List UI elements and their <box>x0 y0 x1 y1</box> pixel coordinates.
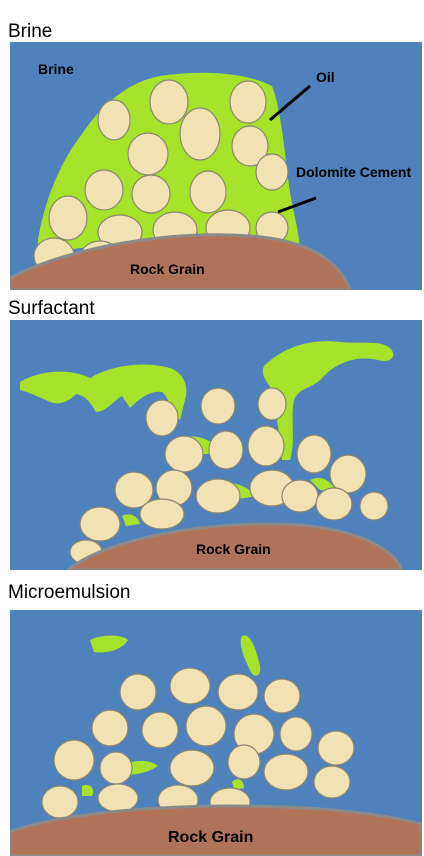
grain <box>49 196 87 240</box>
grain <box>120 674 156 710</box>
label-rock-grain: Rock Grain <box>196 541 271 557</box>
grain <box>186 706 226 746</box>
grain <box>282 480 318 512</box>
grain <box>100 752 132 784</box>
grain <box>316 488 352 520</box>
grain <box>80 507 120 541</box>
grain <box>228 745 260 779</box>
grain <box>330 455 366 493</box>
label-oil: Oil <box>316 69 335 85</box>
grain <box>142 712 178 748</box>
grain <box>98 100 130 140</box>
caption-surfactant: Surfactant <box>8 298 95 320</box>
grain <box>264 679 300 713</box>
grain <box>92 710 128 746</box>
grain <box>146 400 178 436</box>
grain <box>128 133 168 175</box>
caption-brine: Brine <box>8 21 52 43</box>
grain <box>218 674 258 710</box>
grain <box>54 740 94 780</box>
label-rock-grain: Rock Grain <box>168 829 253 846</box>
grain <box>170 750 214 786</box>
grain <box>180 108 220 160</box>
grain <box>209 431 243 469</box>
grain <box>248 426 284 466</box>
grain <box>314 766 350 798</box>
caption-microemulsion: Microemulsion <box>8 582 130 604</box>
label-brine: Brine <box>38 61 74 77</box>
grain <box>150 80 188 124</box>
label-rock-grain: Rock Grain <box>130 261 205 277</box>
grain <box>170 668 210 704</box>
grain <box>165 436 203 472</box>
grain <box>360 492 388 520</box>
grain <box>258 388 286 420</box>
grain <box>196 479 240 513</box>
grain <box>230 81 266 123</box>
surfactant-diagram: Rock Grain <box>10 320 422 570</box>
grain <box>264 754 308 790</box>
grain <box>132 175 170 213</box>
grain <box>318 731 354 765</box>
grain <box>280 717 312 751</box>
panel-microemulsion: Rock Grain <box>10 610 422 856</box>
grain <box>42 786 78 818</box>
label-dolomite-cement: Dolomite Cement <box>296 164 411 180</box>
grain <box>85 170 123 210</box>
panel-brine: Brine Oil Dolomite Cement Rock Grain <box>10 42 422 290</box>
grain <box>98 784 138 812</box>
panel-surfactant: Rock Grain <box>10 320 422 570</box>
grain <box>140 499 184 529</box>
grain <box>256 154 288 190</box>
brine-diagram: Brine Oil Dolomite Cement Rock Grain <box>10 42 422 290</box>
microemulsion-diagram: Rock Grain <box>10 610 422 856</box>
grain <box>297 435 331 473</box>
grain <box>190 171 226 213</box>
grain <box>201 388 235 424</box>
